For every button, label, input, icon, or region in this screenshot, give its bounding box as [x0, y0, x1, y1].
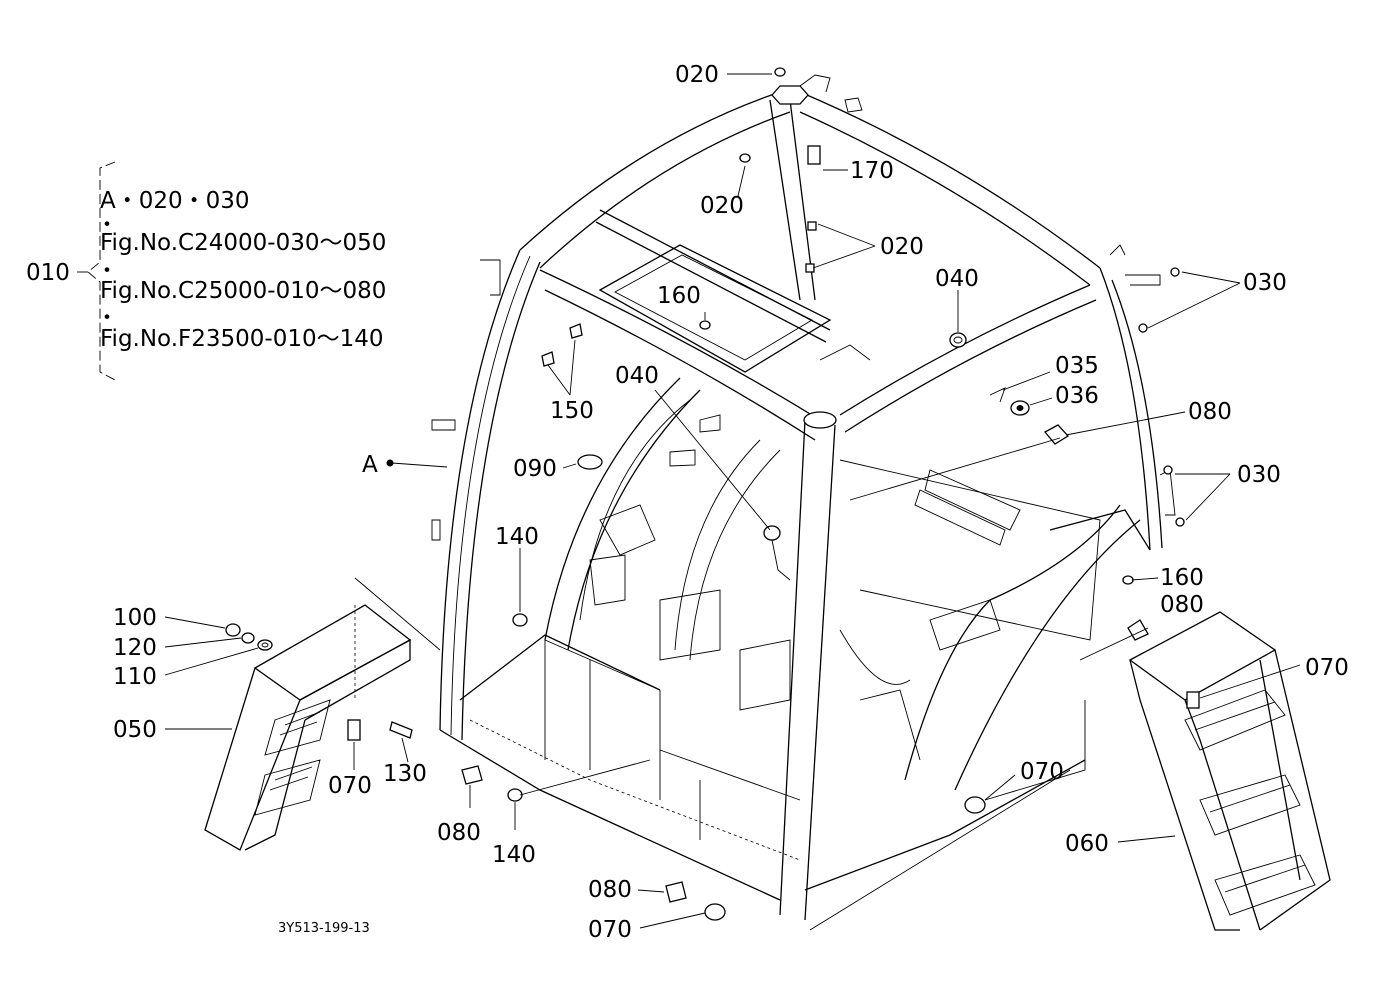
- label-170: 170: [850, 158, 894, 184]
- label-130: 130: [383, 761, 427, 787]
- group-line-2: Fig.No.C24000-030～050: [100, 230, 386, 256]
- fastener-parts: [225, 67, 1200, 921]
- label-040-mid: 040: [615, 363, 659, 389]
- label-160-top: 160: [657, 283, 701, 309]
- label-150: 150: [550, 398, 594, 424]
- group-line-1: A・020・030: [100, 188, 250, 214]
- label-070-front: 070: [1020, 759, 1064, 785]
- label-110: 110: [113, 664, 157, 690]
- label-060: 060: [1065, 831, 1109, 857]
- group-number: 010: [26, 260, 70, 286]
- label-070-left: 070: [328, 773, 372, 799]
- group-separator-2: ・: [96, 259, 118, 284]
- reference-a-label: A: [362, 452, 378, 478]
- label-030-mid: 030: [1237, 462, 1281, 488]
- group-separator-1: ・: [96, 213, 118, 238]
- group-separator-3: ・: [96, 306, 118, 331]
- group-line-4: Fig.No.F23500-010～140: [100, 326, 384, 352]
- label-070-right: 070: [1305, 655, 1349, 681]
- cabin-frame: [431, 74, 1176, 921]
- label-020-mid: 020: [700, 193, 744, 219]
- label-030-top: 030: [1243, 270, 1287, 296]
- group-line-3: Fig.No.C25000-010～080: [100, 278, 386, 304]
- part-labels: 020 020 020 170 160 040 040 030 030 035 …: [113, 62, 1349, 943]
- label-080-left: 080: [437, 820, 481, 846]
- label-080-bottom: 080: [588, 877, 632, 903]
- label-020-top: 020: [675, 62, 719, 88]
- label-140-upper: 140: [495, 524, 539, 550]
- left-step-050: [204, 577, 441, 851]
- label-036: 036: [1055, 383, 1099, 409]
- label-080-step: 080: [1160, 592, 1204, 618]
- label-070-bottom: 070: [588, 917, 632, 943]
- right-step-060: [1128, 611, 1331, 931]
- group-callout-010: 010 A・020・030 ・ Fig.No.C24000-030～050 ・ …: [26, 161, 386, 381]
- label-160-right: 160: [1160, 565, 1204, 591]
- leader-lines: [164, 73, 1301, 931]
- label-090: 090: [513, 456, 557, 482]
- label-080-right: 080: [1188, 399, 1232, 425]
- drawing-code: 3Y513-199-13: [278, 921, 370, 936]
- label-035: 035: [1055, 353, 1099, 379]
- label-100: 100: [113, 605, 157, 631]
- label-040-right: 040: [935, 266, 979, 292]
- label-020-right: 020: [880, 234, 924, 260]
- label-120: 120: [113, 635, 157, 661]
- label-140-lower: 140: [492, 842, 536, 868]
- label-050: 050: [113, 717, 157, 743]
